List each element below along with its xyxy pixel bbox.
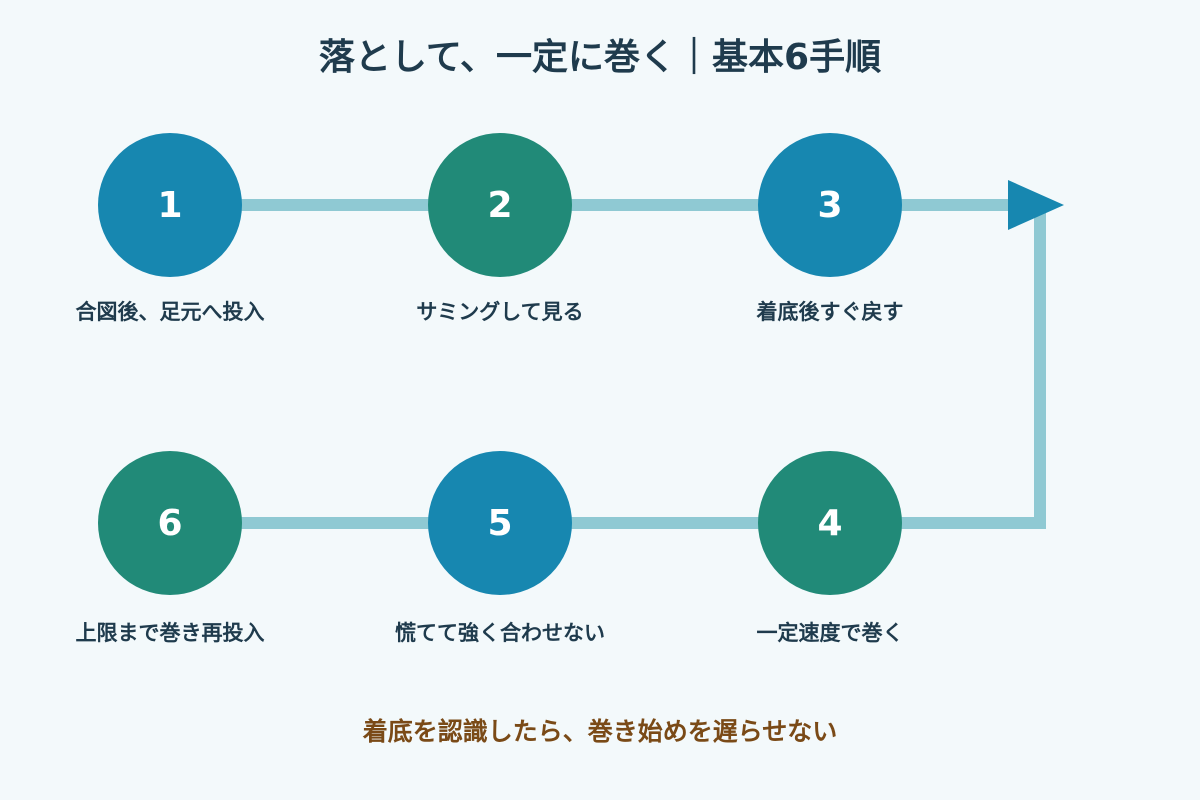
step-5-label: 慌てて強く合わせない: [395, 621, 605, 645]
bottom-note: 着底を認識したら、巻き始めを遅らせない: [362, 717, 838, 746]
arrow-right-icon: [1008, 180, 1064, 230]
step-4-circle: 4: [758, 451, 902, 595]
diagram-title: 落として、一定に巻く｜基本6手順: [318, 37, 882, 78]
step-2-circle: 2: [428, 133, 572, 277]
step-6-circle: 6: [98, 451, 242, 595]
step-3-circle: 3: [758, 133, 902, 277]
step-1-label: 合図後、足元へ投入: [75, 300, 265, 324]
step-1-circle: 1: [98, 133, 242, 277]
step-3-label: 着底後すぐ戻す: [756, 300, 904, 324]
connector-bottom-return: [170, 210, 1046, 529]
step-4-label: 一定速度で巻く: [756, 621, 904, 645]
step-2-label: サミングして見る: [416, 300, 584, 324]
step-5-circle: 5: [428, 451, 572, 595]
step-6-label: 上限まで巻き再投入: [75, 621, 265, 645]
